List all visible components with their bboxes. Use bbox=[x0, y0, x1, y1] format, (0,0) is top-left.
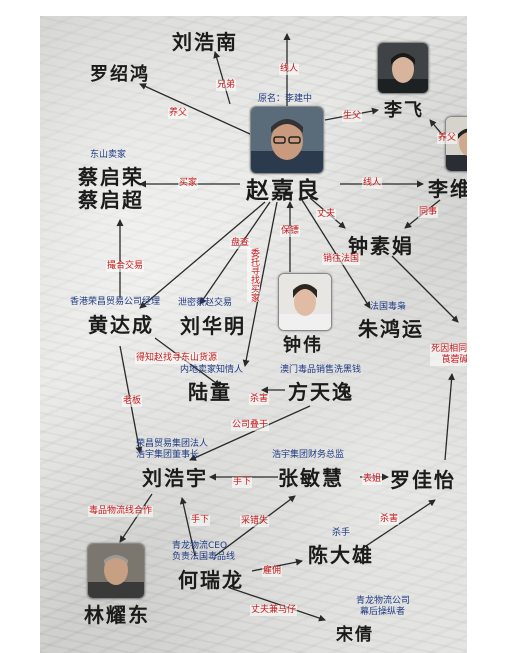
desc-zhang-cfo: 浩宇集团财务总监 bbox=[272, 450, 345, 460]
rel-husband-horse: 丈夫兼马仔 bbox=[250, 605, 298, 616]
rel-informant-right: 线人 bbox=[362, 178, 383, 189]
relationship-diagram: 刘浩南 罗绍鸿 李飞 蔡启荣 蔡启超 赵嘉良 李维民 钟素娟 黄达成 刘华明 钟… bbox=[40, 16, 467, 653]
desc-cai-dongshan: 东山卖家 bbox=[90, 150, 127, 160]
edge-fang-liuhaoyu bbox=[189, 405, 311, 461]
desc-huang-hk: 香港荣昌贸易公司经理 bbox=[70, 297, 161, 307]
rel-boss: 老板 bbox=[122, 396, 143, 407]
name-liu-haoyu: 刘浩宇 bbox=[142, 466, 208, 490]
edge-he-song bbox=[229, 587, 326, 622]
rel-hire: 雇佣 bbox=[262, 566, 283, 577]
desc-chen-killer: 杀手 bbox=[332, 528, 351, 538]
rel-brother: 兄弟 bbox=[216, 80, 237, 91]
rel-subordinate2: 手下 bbox=[190, 515, 211, 526]
portrait-li-fei bbox=[377, 42, 429, 94]
name-zhang-minhui: 张敏慧 bbox=[278, 466, 344, 490]
name-li-weimin: 李维民 bbox=[428, 177, 467, 201]
desc-song-title1: 青龙物流公司 bbox=[356, 596, 411, 606]
edge-liuhaoyu-lin bbox=[119, 493, 153, 543]
desc-he-title2: 负责法国毒品线 bbox=[172, 552, 236, 562]
name-song-qian: 宋倩 bbox=[336, 625, 374, 645]
name-zhong-wei: 钟伟 bbox=[283, 335, 323, 356]
edge-he-liuhaoyu bbox=[179, 497, 196, 557]
edge-zhao-huangdacheng bbox=[139, 201, 266, 309]
rel-sister-in-law: 表姐 bbox=[362, 474, 383, 485]
portrait-zhong-wei bbox=[278, 273, 332, 331]
rel-subordinate: 手下 bbox=[232, 477, 253, 488]
rel-protect: 保镖 bbox=[280, 226, 301, 237]
edge-luojiayi-deadcause bbox=[444, 373, 456, 461]
desc-fang-macau: 澳门毒品销售洗黑钱 bbox=[280, 365, 362, 375]
edge-zhongsujuan-luojiayi bbox=[391, 255, 459, 323]
name-cai-qirong: 蔡启荣 bbox=[78, 165, 144, 189]
edge-zhao-liuhaonan bbox=[213, 51, 231, 105]
portrait-zhao-jialiang bbox=[250, 106, 324, 174]
rel-sold-to-france: 销往法国 bbox=[322, 254, 361, 265]
name-liu-haonan: 刘浩南 bbox=[172, 30, 238, 54]
rel-adoptive-father2: 养父 bbox=[437, 133, 458, 144]
name-chen-daxiong: 陈大雄 bbox=[308, 543, 374, 567]
name-liu-huaming: 刘华明 bbox=[180, 314, 246, 338]
rel-husband: 丈夫 bbox=[316, 209, 337, 220]
name-huang-dacheng: 黄达成 bbox=[88, 313, 154, 337]
desc-zhao-original-name: 原名：李建中 bbox=[258, 94, 313, 104]
portrait-lin-yaodong bbox=[87, 543, 145, 599]
rel-embezzle: 采错失 bbox=[240, 516, 270, 527]
rel-logistics-coop: 毒品物流线合作 bbox=[88, 506, 154, 517]
rel-cooperate-trade: 撮合交易 bbox=[106, 261, 145, 272]
edge-chen-luojiayi bbox=[359, 499, 436, 551]
edge-zhao-liuhuaming bbox=[199, 201, 271, 305]
desc-liu-huaming-leak: 泄密蔡赵交易 bbox=[178, 298, 233, 308]
name-cai-qichao: 蔡启超 bbox=[78, 188, 144, 212]
edge-zhao-lutong bbox=[242, 201, 278, 367]
name-zhao-jialiang: 赵嘉良 bbox=[246, 178, 321, 204]
rel-kill: 杀害 bbox=[249, 394, 270, 405]
rel-colleague: 同事 bbox=[418, 207, 439, 218]
name-he-ruilong: 何瑞龙 bbox=[178, 568, 244, 592]
name-lu-tong: 陆童 bbox=[188, 380, 232, 404]
name-luo-jiayi: 罗佳怡 bbox=[390, 468, 456, 492]
desc-lu-tong-insider: 内地卖家知情人 bbox=[180, 365, 244, 375]
desc-zhu-france: 法国毒枭 bbox=[370, 302, 407, 312]
portrait-li-weimin bbox=[445, 116, 467, 172]
desc-he-title1: 青龙物流CEO bbox=[172, 541, 228, 551]
rel-murder: 杀害 bbox=[379, 514, 400, 525]
rel-dead-cause: 死因相同 东莨菪碱 bbox=[430, 344, 467, 366]
rel-investigate: 盘查 bbox=[230, 238, 251, 249]
name-fang-tianyi: 方天逸 bbox=[288, 380, 354, 404]
name-li-fei: 李飞 bbox=[384, 100, 424, 121]
rel-company-laundering: 公司叠干 bbox=[231, 420, 270, 431]
rel-buyer: 买家 bbox=[178, 178, 199, 189]
rel-adoptive-father: 养父 bbox=[168, 108, 189, 119]
rel-entrust-find-buyer: 委托寻找买家 bbox=[247, 248, 260, 302]
edge-zhao-luoshaohong bbox=[139, 83, 251, 135]
rel-learned-zhao: 得知赵找寻东山货源 bbox=[135, 353, 219, 364]
name-luo-shaohong: 罗绍鸿 bbox=[90, 64, 150, 85]
desc-liu-haoyu-title2: 浩宇集团董事长 bbox=[136, 450, 200, 460]
desc-song-title2: 幕后操纵者 bbox=[360, 607, 406, 617]
desc-liu-haoyu-title1: 荣昌贸易集团法人 bbox=[136, 439, 209, 449]
name-zhu-hongyun: 朱鸿运 bbox=[358, 317, 424, 341]
rel-informant-top: 线人 bbox=[279, 64, 300, 75]
name-lin-yaodong: 林耀东 bbox=[84, 603, 150, 627]
rel-student: 生父 bbox=[342, 111, 363, 122]
